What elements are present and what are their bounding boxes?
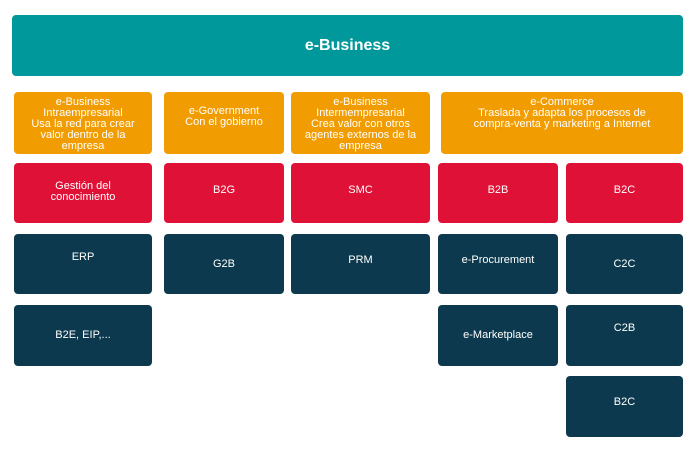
node-b2c-label: B2C: [613, 184, 636, 196]
category-e-commerce: e-Commerce Traslada y adapta los proceso…: [441, 92, 683, 154]
category-intermempresarial-text: e-Business Intermempresarial Crea valor …: [304, 96, 417, 152]
node-c2b: C2B: [566, 305, 683, 366]
node-e-procurement-label: e-Procurement: [461, 254, 535, 266]
e-business-title: e-Business: [304, 37, 391, 54]
node-b2b: B2B: [438, 163, 558, 223]
node-b2g-label: B2G: [212, 184, 235, 196]
node-erp: ERP: [14, 234, 152, 294]
node-c2c-label: C2C: [613, 257, 636, 270]
e-business-header: e-Business: [12, 15, 683, 76]
node-b2e-eip: B2E, EIP,...: [14, 305, 152, 366]
node-b2c-bottom: B2C: [566, 376, 683, 437]
category-e-government-text: e-Government Con el gobierno: [185, 105, 263, 128]
category-intraempresarial-text: e-Business Intraempresarial Usa la red p…: [31, 96, 135, 152]
node-gestion-conocimiento-label: Gestión del conocimiento: [50, 180, 116, 203]
node-e-procurement: e-Procurement: [438, 234, 558, 294]
node-b2c: B2C: [566, 163, 683, 223]
node-erp-label: ERP: [71, 251, 95, 263]
node-prm: PRM: [291, 234, 430, 294]
node-smc: SMC: [291, 163, 430, 223]
category-e-government: e-Government Con el gobierno: [164, 92, 284, 154]
node-c2b-label: C2B: [613, 322, 636, 334]
category-intraempresarial: e-Business Intraempresarial Usa la red p…: [14, 92, 152, 154]
category-intermempresarial: e-Business Intermempresarial Crea valor …: [291, 92, 430, 154]
node-g2b: G2B: [164, 234, 284, 294]
node-c2c: C2C: [566, 234, 683, 294]
node-smc-label: SMC: [348, 184, 373, 196]
node-b2b-label: B2B: [487, 184, 509, 196]
category-e-commerce-text: e-Commerce Traslada y adapta los proceso…: [473, 96, 651, 130]
node-e-marketplace: e-Marketplace: [438, 305, 558, 366]
node-e-marketplace-label: e-Marketplace: [463, 329, 533, 341]
node-b2g: B2G: [164, 163, 284, 223]
node-prm-label: PRM: [348, 254, 373, 266]
node-gestion-conocimiento: Gestión del conocimiento: [14, 163, 152, 223]
node-g2b-label: G2B: [212, 257, 235, 270]
node-b2c-bottom-label: B2C: [613, 396, 636, 408]
node-b2e-eip-label: B2E, EIP,...: [55, 329, 111, 341]
